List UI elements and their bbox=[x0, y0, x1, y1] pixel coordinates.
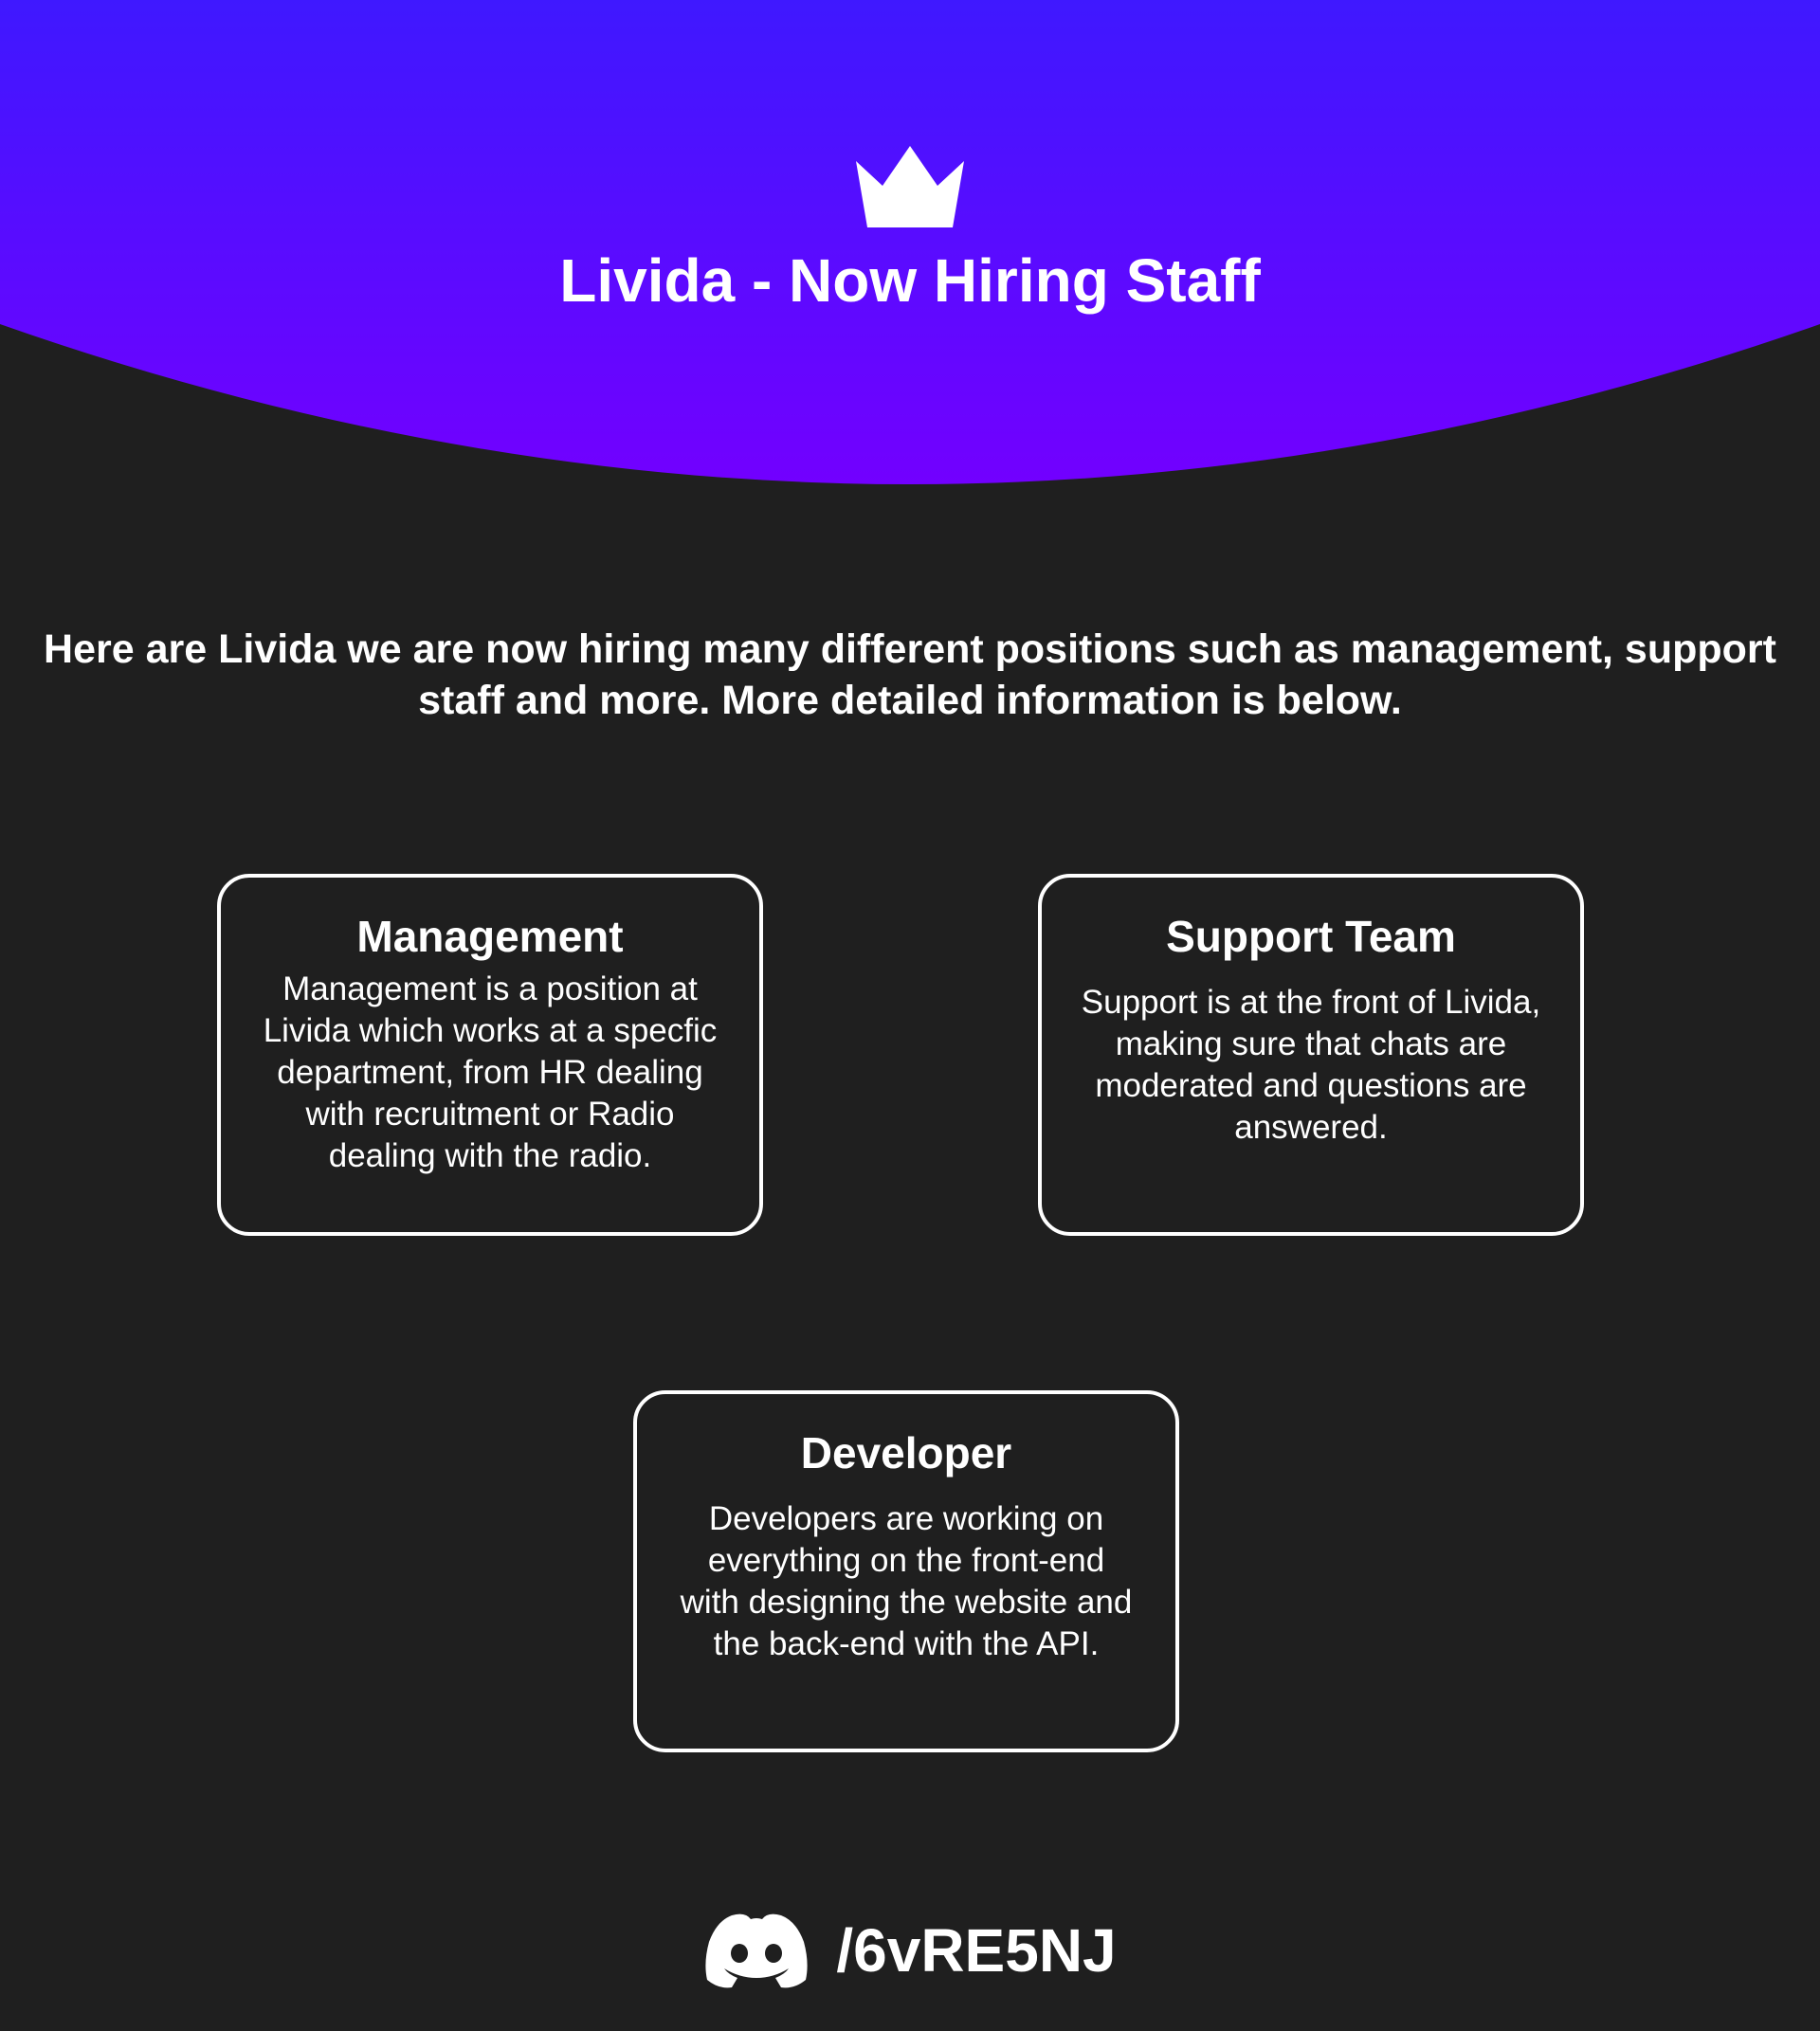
position-description: Support is at the front of Livida, makin… bbox=[1081, 984, 1541, 1146]
crown-icon bbox=[856, 146, 964, 227]
position-card-developer: Developer Developers are working on ever… bbox=[633, 1390, 1179, 1752]
page-title: Livida - Now Hiring Staff bbox=[559, 246, 1261, 315]
hero-banner: Livida - Now Hiring Staff bbox=[0, 0, 1820, 493]
position-description: Developers are working on everything on … bbox=[680, 1500, 1133, 1662]
discord-invite-code[interactable]: /6vRE5NJ bbox=[836, 1916, 1117, 1985]
position-card-support-team: Support Team Support is at the front of … bbox=[1038, 874, 1584, 1236]
position-title: Developer bbox=[800, 1428, 1012, 1478]
intro-text: Here are Livida we are now hiring many d… bbox=[44, 626, 1776, 723]
position-title: Support Team bbox=[1166, 912, 1456, 961]
discord-icon bbox=[705, 1913, 808, 1988]
position-card-management: Management Management is a position at L… bbox=[217, 874, 763, 1236]
discord-invite[interactable]: /6vRE5NJ bbox=[0, 1903, 1820, 1998]
position-title: Management bbox=[356, 912, 624, 961]
hero-background bbox=[0, 0, 1820, 484]
position-description: Management is a position at Livida which… bbox=[263, 970, 718, 1174]
